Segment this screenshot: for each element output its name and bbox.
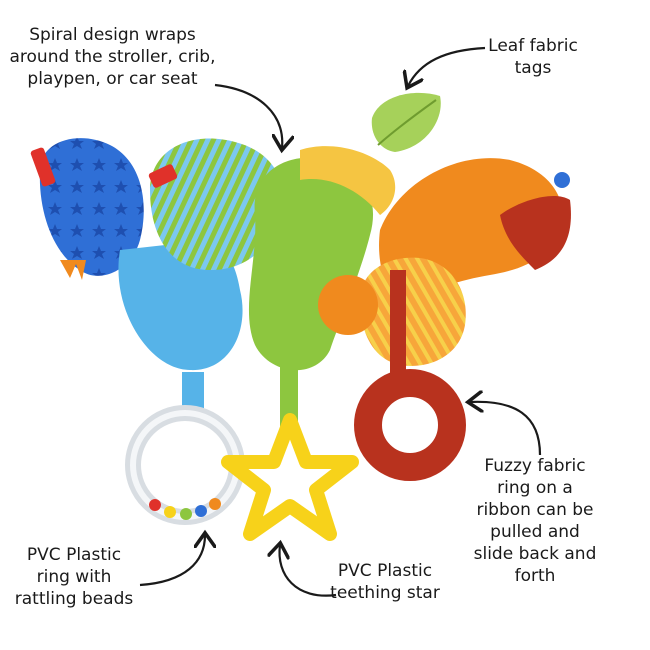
annotation-arrows — [139, 46, 542, 597]
callout-leaf-tags: Leaf fabric tags — [488, 36, 578, 78]
pvc-ring-arrow — [139, 535, 205, 587]
callout-teething-star: PVC Plastic teething star — [330, 561, 440, 603]
blue-segment — [118, 138, 283, 416]
leaf-tag — [371, 92, 441, 152]
leaf-arrow — [408, 46, 486, 86]
teething-star — [221, 413, 359, 541]
spiral-arrow — [214, 83, 282, 148]
ring-arrow — [470, 402, 542, 456]
pvc-plastic-ring — [125, 405, 245, 525]
orange-segment — [318, 158, 571, 366]
blue-bird-head — [30, 138, 144, 280]
callout-pvc-ring: PVC Plastic ring with rattling beads — [14, 545, 134, 609]
callout-spiral-design: Spiral design wraps around the stroller,… — [9, 25, 216, 89]
star-arrow — [279, 545, 337, 597]
fuzzy-fabric-ring — [354, 270, 466, 481]
callout-fuzzy-ring: Fuzzy fabric ring on a ribbon can be pul… — [473, 456, 597, 586]
